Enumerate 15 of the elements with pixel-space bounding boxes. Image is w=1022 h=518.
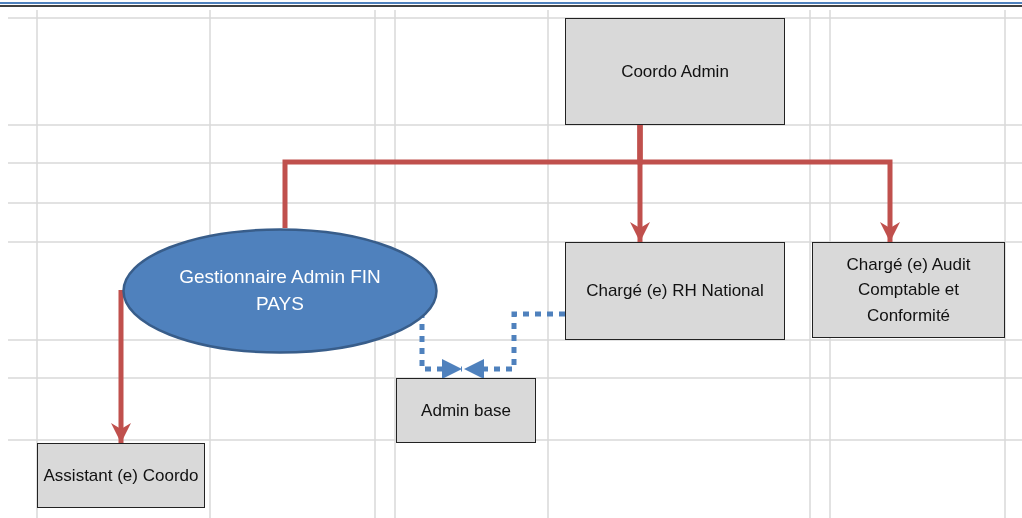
role-title: Assistant (e) Coordo	[42, 464, 200, 487]
role-box	[37, 443, 205, 508]
role-box	[565, 18, 785, 125]
role-title: Chargé (e) RH National	[585, 280, 765, 303]
role-box	[396, 378, 536, 443]
role-ellipse	[122, 228, 438, 354]
role-box	[812, 242, 1005, 338]
role-title: Admin base	[420, 399, 512, 422]
role-title: Gestionnaire Admin FIN PAYS	[178, 265, 382, 316]
role-box	[565, 242, 785, 340]
role-title: Chargé (e) Audit Comptable et Conformité	[845, 253, 972, 327]
arrow	[111, 290, 131, 443]
arrow	[637, 125, 900, 242]
role-title: Coordo Admin	[620, 60, 730, 83]
dotted-arrow	[464, 311, 565, 379]
